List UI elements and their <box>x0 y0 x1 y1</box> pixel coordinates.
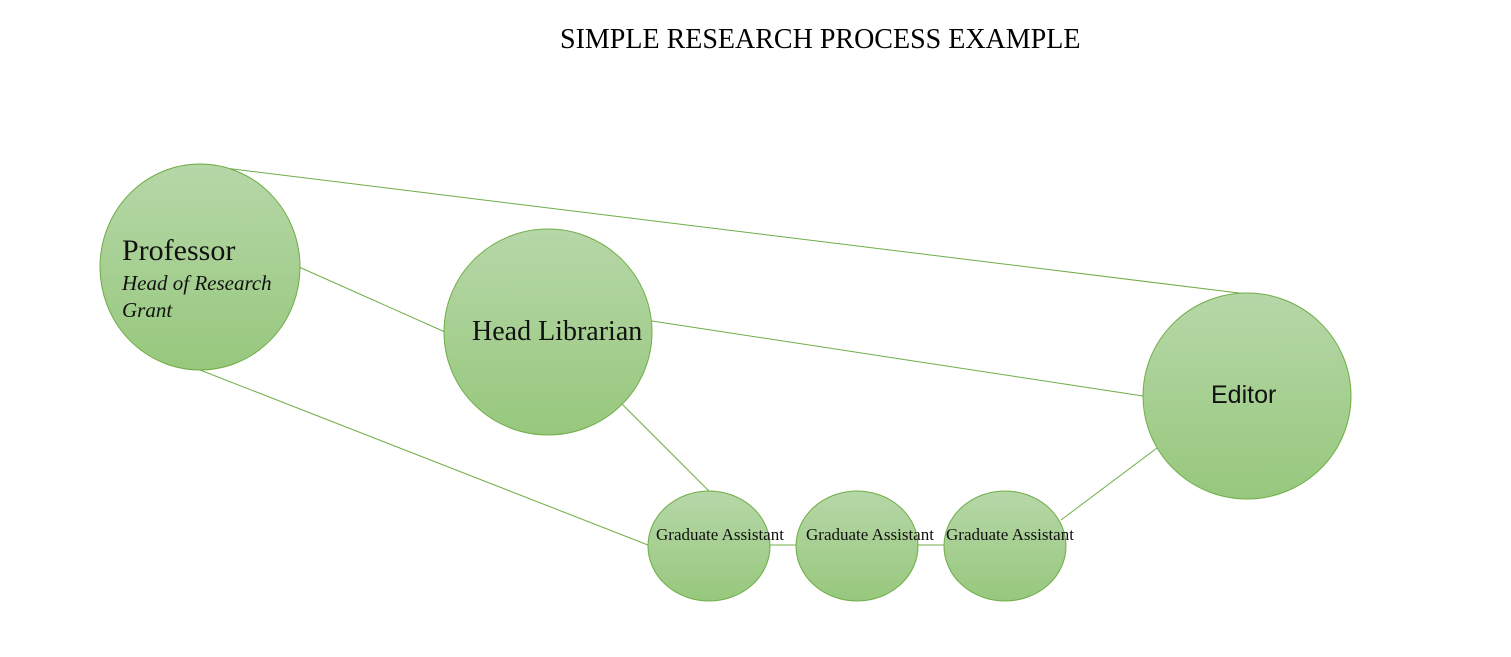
graduate-assistant-label-2: Graduate Assistant <box>806 525 934 544</box>
head-librarian-label: Head Librarian <box>472 316 643 347</box>
edge-professor-librarian <box>298 266 446 333</box>
editor-label: Editor <box>1211 381 1277 409</box>
edge-assistant-3-editor <box>1060 447 1158 521</box>
professor-role: Head of Research Grant <box>122 271 272 322</box>
node-graduate-assistant-1 <box>647 490 771 602</box>
node-editor <box>1142 292 1352 500</box>
professor-name: Professor <box>122 234 236 267</box>
nodes <box>99 163 1352 602</box>
edge-librarian-assistant-1 <box>621 403 710 492</box>
node-professor <box>99 163 301 371</box>
edge-librarian-editor <box>651 320 1144 397</box>
node-head-librarian <box>443 228 653 436</box>
edge-professor-editor <box>199 164 1248 295</box>
diagram-title: SIMPLE RESEARCH PROCESS EXAMPLE <box>560 24 1081 55</box>
graduate-assistant-label-3: Graduate Assistant <box>946 525 1074 544</box>
node-graduate-assistant-2 <box>795 490 919 602</box>
edge-professor-assistant-1 <box>199 369 649 546</box>
edges <box>199 164 1248 546</box>
graduate-assistant-label-1: Graduate Assistant <box>656 525 784 544</box>
node-graduate-assistant-3 <box>943 490 1067 602</box>
